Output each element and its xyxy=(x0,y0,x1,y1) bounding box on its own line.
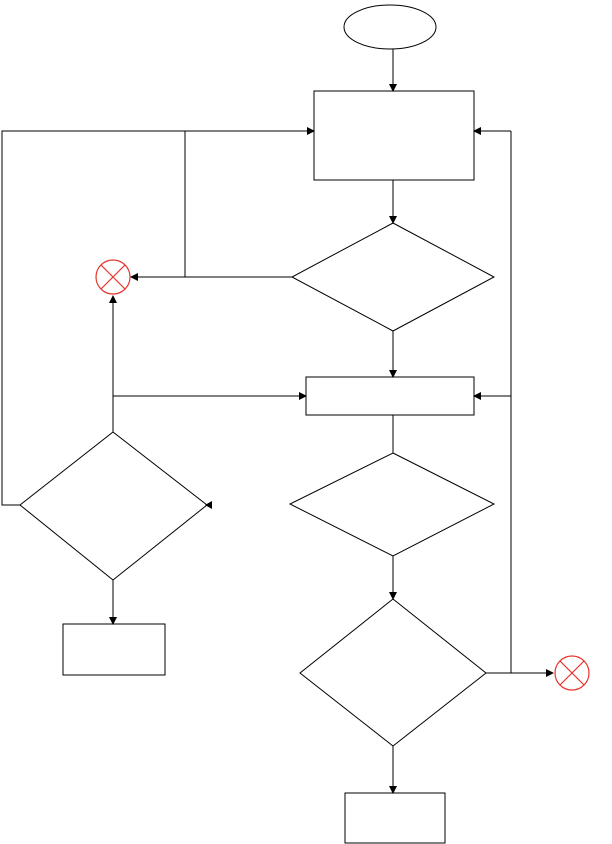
circle-x-icon xyxy=(95,259,131,295)
arrowhead-icon xyxy=(205,501,212,509)
decision-diamond-left xyxy=(19,431,208,581)
process-box-left xyxy=(62,623,166,676)
decision-diamond-2 xyxy=(288,452,496,557)
process-box-bottom xyxy=(344,792,446,844)
process-box-middle xyxy=(305,376,475,416)
circle-x-icon xyxy=(554,655,590,691)
start-oval xyxy=(343,4,437,50)
connector-loop-inner-to-process xyxy=(184,127,315,277)
process-box-top xyxy=(313,90,475,181)
connector-loop-outer-to-process xyxy=(1,130,190,506)
decision-diamond-3 xyxy=(299,598,487,747)
decision-diamond-1 xyxy=(290,222,496,332)
